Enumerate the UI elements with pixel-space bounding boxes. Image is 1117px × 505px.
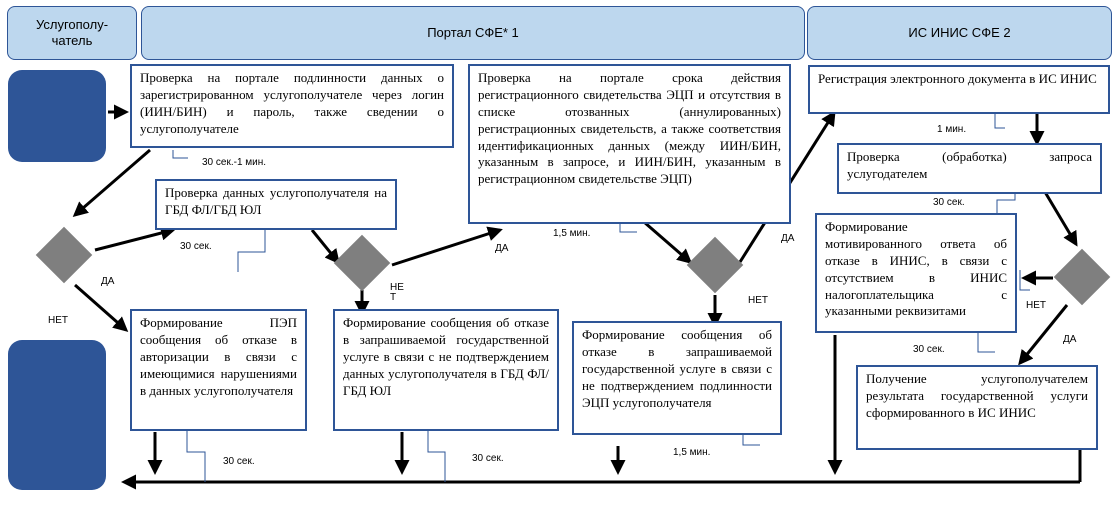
- time-label-6: 30 сек.: [913, 344, 945, 355]
- branch-yes-1: ДА: [101, 276, 115, 287]
- branch-yes-3: ДА: [781, 233, 795, 244]
- process-box-refusal-inis: Формирование мотивированного ответа об о…: [815, 213, 1017, 333]
- time-label-5: 30 сек.: [933, 197, 965, 208]
- time-label-2: 30 сек.: [180, 241, 212, 252]
- process-box-result-delivery: Получение услугополучателем результата г…: [856, 365, 1098, 450]
- process-box-refusal-eds: Формирование сообщения об отказе в запра…: [572, 321, 782, 435]
- branch-no-4: НЕТ: [1026, 300, 1046, 311]
- branch-no-3: НЕТ: [748, 295, 768, 306]
- time-label-3: 1,5 мин.: [553, 228, 591, 239]
- branch-no-2: НЕ Т: [390, 283, 404, 301]
- time-label-9: 1,5 мин.: [673, 447, 711, 458]
- time-label-1: 30 сек.-1 мин.: [202, 157, 267, 168]
- process-box-refusal-gbd: Формирование сообщения об отказе в запра…: [333, 309, 559, 431]
- lane-header-recipient: Услугополу- чатель: [7, 6, 137, 60]
- branch-yes-4: ДА: [1063, 334, 1077, 345]
- process-box-request-processing: Проверка (обработка) запроса услугодател…: [837, 143, 1102, 194]
- process-box-portal-auth-check: Проверка на портале подлинности данных о…: [130, 64, 454, 148]
- lane-header-inis: ИС ИНИС СФЕ 2: [807, 6, 1112, 60]
- process-box-gbd-check: Проверка данных услугополучателя на ГБД …: [155, 179, 397, 230]
- recipient-start-shape: [8, 70, 106, 162]
- process-box-refusal-auth: Формирование ПЭП сообщения об отказе в а…: [130, 309, 307, 431]
- process-box-register-document: Регистрация электронного документа в ИС …: [808, 65, 1110, 114]
- branch-yes-2: ДА: [495, 243, 509, 254]
- time-label-7: 30 сек.: [223, 456, 255, 467]
- process-box-eds-check: Проверка на портале срока действия регис…: [468, 64, 791, 224]
- time-label-4: 1 мин.: [937, 124, 967, 135]
- time-label-8: 30 сек.: [472, 453, 504, 464]
- recipient-end-shape: [8, 340, 106, 490]
- lane-header-portal: Портал СФЕ* 1: [141, 6, 805, 60]
- branch-no-1: НЕТ: [48, 315, 68, 326]
